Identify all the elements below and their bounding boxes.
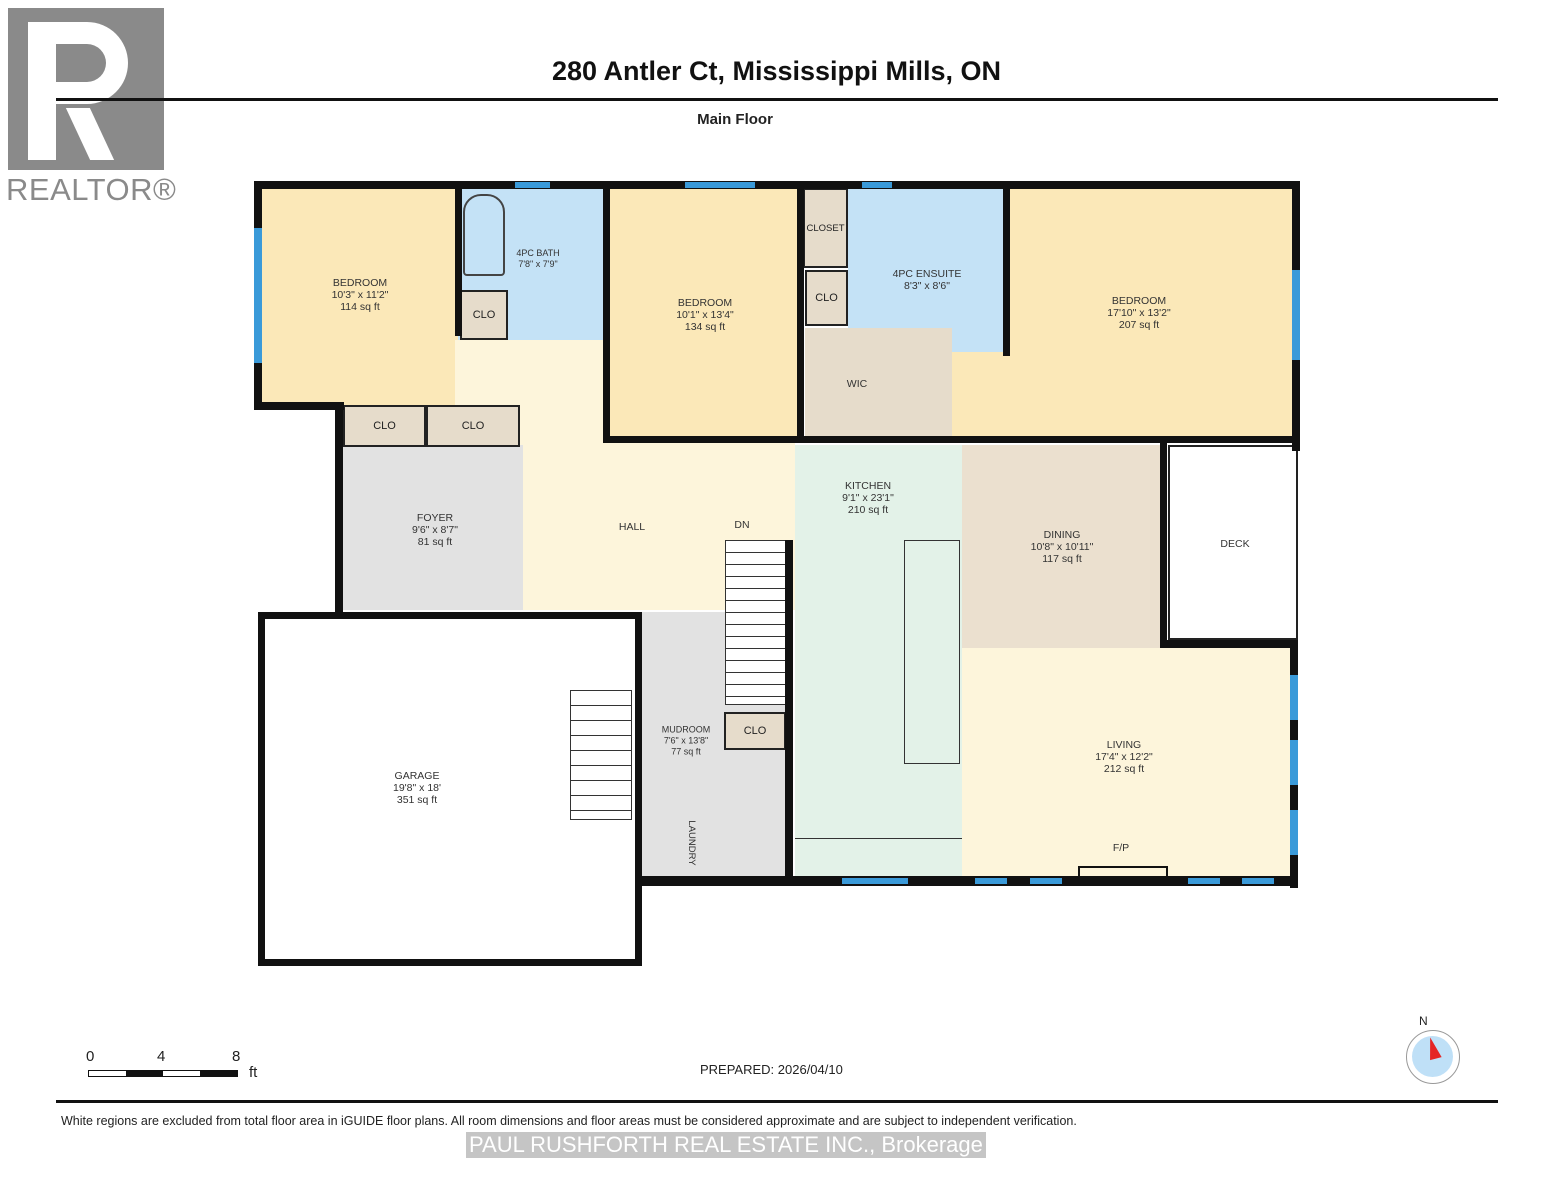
bathtub: [463, 194, 505, 276]
room-wic: [805, 328, 952, 438]
garage-steps: [570, 690, 632, 820]
realtor-logo-text: REALTOR®: [6, 172, 177, 207]
closet-foyer-1: CLO: [343, 405, 426, 447]
window: [1030, 878, 1062, 884]
stairs: [725, 540, 787, 705]
wall-north: [254, 181, 1300, 189]
closet-mudroom: CLO: [724, 712, 786, 750]
label-deck: DECK: [1220, 538, 1250, 550]
brokerage-watermark: PAUL RUSHFORTH REAL ESTATE INC., Brokera…: [466, 1132, 986, 1158]
window: [515, 182, 550, 188]
wall: [1003, 186, 1010, 356]
realtor-logo: [8, 8, 164, 170]
room-bedroom-1: [258, 186, 458, 406]
compass-north-label: N: [1419, 1014, 1428, 1028]
wall: [1160, 443, 1167, 648]
room-bedroom-2: [608, 186, 802, 440]
wall: [1160, 640, 1298, 648]
wall: [455, 186, 462, 336]
label-stairs-down: DN: [734, 519, 750, 531]
scale-tick-4: 4: [157, 1048, 166, 1065]
wall: [797, 186, 804, 442]
header-divider: [56, 98, 1498, 101]
wall: [603, 186, 610, 442]
window: [685, 182, 755, 188]
disclaimer: White regions are excluded from total fl…: [61, 1114, 1077, 1128]
closet-ensuite: CLO: [805, 270, 848, 326]
label-laundry: LAUNDRY: [686, 820, 697, 866]
wall: [254, 402, 344, 410]
window: [254, 228, 262, 363]
room-bedroom-3: [1008, 186, 1293, 438]
footer-divider: [56, 1100, 1498, 1103]
window: [1242, 878, 1274, 884]
wall: [335, 402, 343, 612]
window: [842, 878, 908, 884]
closet-walkin-small: CLOSET: [803, 188, 848, 268]
room-deck: [1168, 445, 1298, 640]
scale-unit: ft: [249, 1064, 258, 1081]
window: [1290, 740, 1298, 785]
kitchen-counter: [795, 838, 962, 878]
wall: [785, 540, 793, 880]
room-4pc-ensuite: [848, 186, 1008, 352]
kitchen-island: [904, 540, 960, 764]
window: [1290, 675, 1298, 720]
room-living: [962, 648, 1292, 878]
window: [1292, 270, 1300, 360]
label-hall: HALL: [618, 521, 646, 533]
window: [1188, 878, 1220, 884]
room-kitchen: [795, 445, 962, 878]
closet-foyer-2: CLO: [426, 405, 520, 447]
wall: [603, 436, 1293, 443]
label-fireplace: F/P: [1112, 842, 1130, 854]
scale-tick-0: 0: [86, 1048, 95, 1065]
scale-bar: [88, 1070, 238, 1077]
label-wic: WIC: [846, 378, 868, 390]
compass-icon: [1406, 1030, 1460, 1084]
scale-tick-8: 8: [232, 1048, 241, 1065]
window: [975, 878, 1007, 884]
wall-south: [642, 876, 1298, 886]
floor-label: Main Floor: [697, 111, 773, 128]
window: [862, 182, 892, 188]
prepared-date: PREPARED: 2026/04/10: [700, 1062, 843, 1077]
closet-bath: CLO: [460, 290, 508, 340]
room-bedroom-3-extension: [952, 352, 1012, 438]
room-foyer: [343, 445, 523, 610]
page-title: 280 Antler Ct, Mississippi Mills, ON: [551, 56, 1002, 86]
room-dining: [962, 445, 1165, 648]
window: [1290, 810, 1298, 855]
